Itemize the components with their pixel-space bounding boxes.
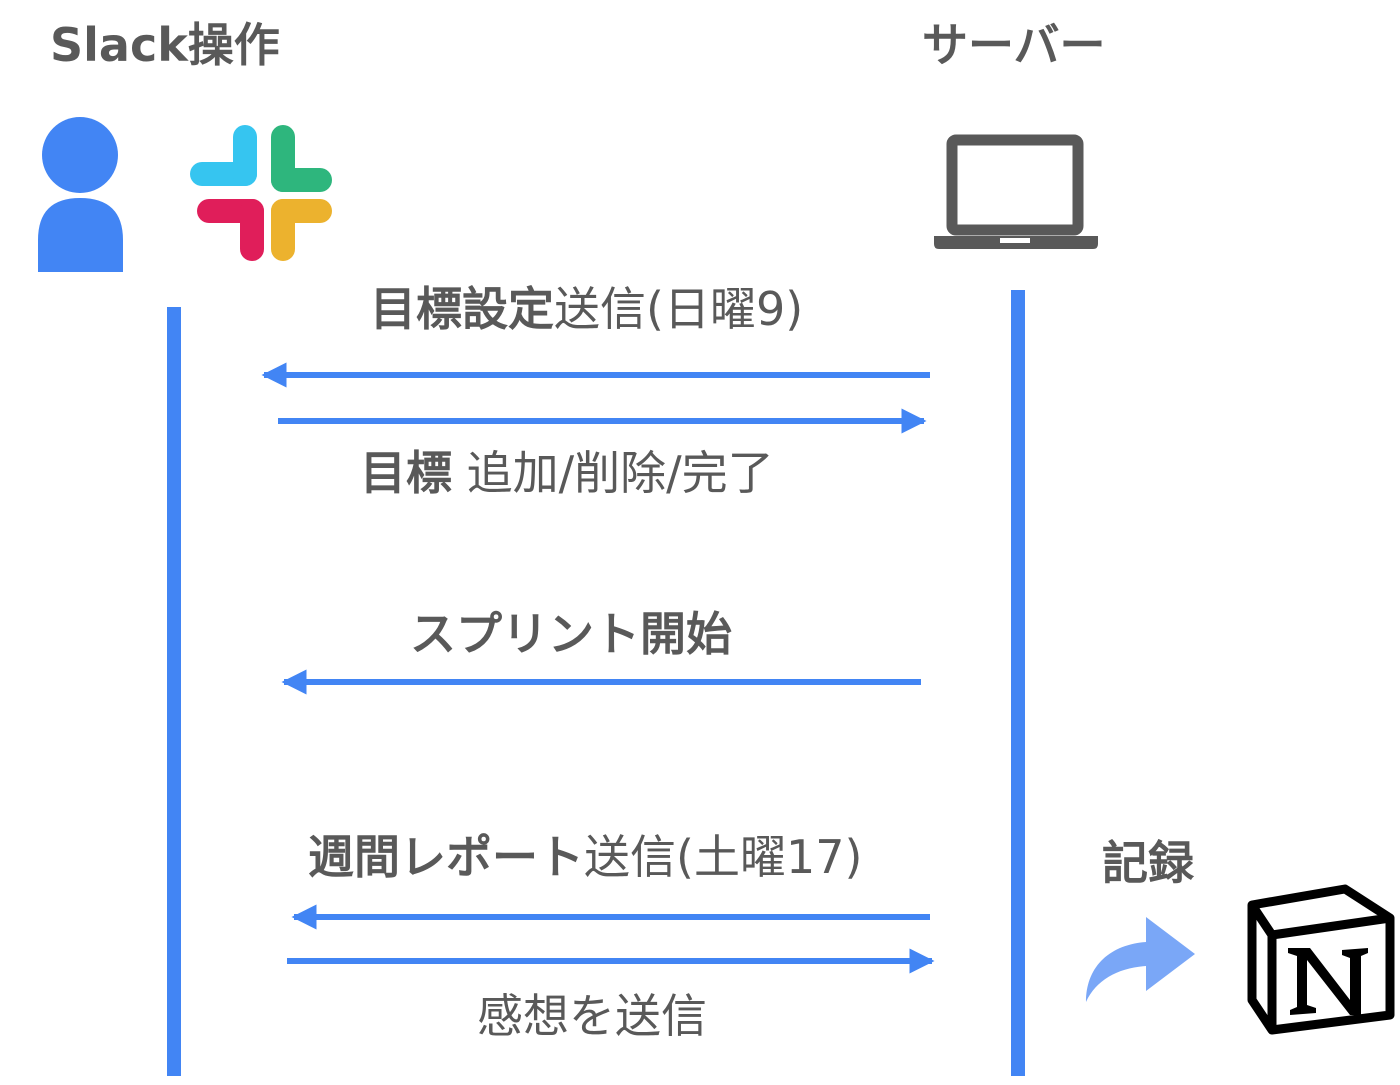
message-weekly-report-rest: 送信(土曜17) <box>584 830 863 884</box>
message-sprint-start: スプリント開始 <box>410 611 732 657</box>
message-goal-edit-bold: 目標 <box>360 446 452 500</box>
message-goal-edit-rest: 追加/削除/完了 <box>452 446 774 500</box>
message-goal-setting-bold: 目標設定 <box>370 282 554 336</box>
message-feedback: 感想を送信 <box>477 993 707 1039</box>
left-actor-title: Slack操作 <box>50 18 280 72</box>
right-actor-title: サーバー <box>922 18 1106 72</box>
message-goal-setting: 目標設定送信(日曜9) <box>370 286 803 332</box>
message-weekly-report: 週間レポート送信(土曜17) <box>308 834 862 880</box>
curved-arrow-icon <box>1086 917 1195 1002</box>
record-label: 記録 <box>1102 836 1194 890</box>
notion-logo-icon <box>1247 884 1395 1035</box>
message-goal-setting-rest: 送信(日曜9) <box>554 282 804 336</box>
message-sprint-start-bold: スプリント開始 <box>410 607 732 661</box>
message-feedback-rest: 感想を送信 <box>477 989 707 1043</box>
laptop-icon <box>934 134 1098 249</box>
user-icon <box>38 117 123 272</box>
slack-logo-icon <box>190 125 332 261</box>
message-weekly-report-bold: 週間レポート <box>308 830 584 884</box>
message-goal-edit: 目標 追加/削除/完了 <box>360 450 774 496</box>
